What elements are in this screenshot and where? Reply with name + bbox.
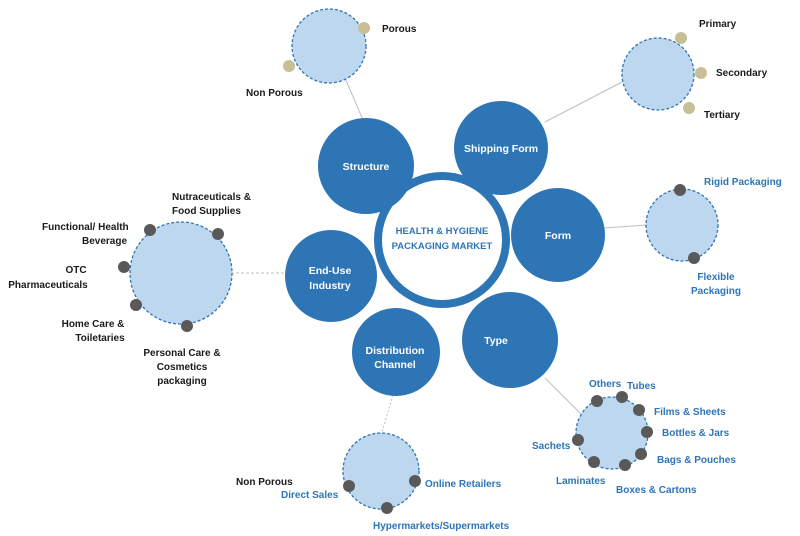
dot-primary bbox=[675, 32, 687, 44]
label-personal-line2: Cosmetics bbox=[157, 362, 208, 373]
label-structure-non-porous: Non Porous bbox=[246, 88, 303, 99]
segment-form[interactable] bbox=[511, 188, 605, 282]
dot-boxes bbox=[619, 459, 631, 471]
sub-circles bbox=[129, 8, 719, 510]
center-inner bbox=[382, 180, 502, 300]
label-porous: Porous bbox=[382, 24, 417, 35]
label-distribution-non-porous: Non Porous bbox=[236, 477, 293, 488]
distribution-subcircle bbox=[342, 432, 420, 510]
label-films-sheets: Films & Sheets bbox=[654, 407, 726, 418]
form-subcircle bbox=[645, 188, 719, 262]
dot-direct-sales bbox=[343, 480, 355, 492]
label-direct-sales: Direct Sales bbox=[281, 490, 339, 501]
gray-dots bbox=[118, 184, 700, 514]
label-boxes-cartons: Boxes & Cartons bbox=[616, 485, 697, 496]
segment-type[interactable] bbox=[462, 292, 558, 388]
label-flexible-line1: Flexible bbox=[697, 272, 735, 283]
connector-structure bbox=[344, 77, 364, 121]
label-laminates: Laminates bbox=[556, 476, 606, 487]
label-rigid-packaging: Rigid Packaging bbox=[704, 177, 782, 188]
segment-enduse-label-line2: Industry bbox=[309, 280, 351, 292]
segment-structure[interactable] bbox=[318, 118, 414, 214]
segment-form-label: Form bbox=[545, 230, 571, 242]
segment-distribution-label-line2: Channel bbox=[374, 359, 416, 371]
segment-distribution-channel[interactable] bbox=[352, 308, 440, 396]
dot-sachets bbox=[572, 434, 584, 446]
label-homecare-line2: Toiletaries bbox=[75, 333, 125, 344]
shipping-subcircle bbox=[621, 37, 695, 111]
structure-subcircle bbox=[291, 8, 367, 84]
dot-otc bbox=[118, 261, 130, 273]
label-personal-line1: Personal Care & bbox=[143, 348, 220, 359]
label-functional-line2: Beverage bbox=[82, 236, 127, 247]
label-secondary: Secondary bbox=[716, 68, 768, 79]
label-bottles-jars: Bottles & Jars bbox=[662, 428, 730, 439]
dot-laminates bbox=[588, 456, 600, 468]
label-online-retailers: Online Retailers bbox=[425, 479, 502, 490]
connectors bbox=[231, 77, 648, 433]
segment-structure-label: Structure bbox=[343, 161, 390, 173]
center-hub bbox=[374, 172, 510, 308]
label-functional-line1: Functional/ Health bbox=[42, 222, 129, 233]
label-hypermarkets: Hypermarkets/Supermarkets bbox=[373, 521, 510, 532]
label-otc-line2: Pharmaceuticals bbox=[8, 280, 88, 291]
tan-dots bbox=[283, 22, 707, 114]
connector-form bbox=[603, 224, 648, 229]
label-sachets: Sachets bbox=[532, 441, 571, 452]
label-primary: Primary bbox=[699, 19, 737, 30]
dot-functional bbox=[144, 224, 156, 236]
dot-bottles bbox=[641, 426, 653, 438]
label-homecare-line1: Home Care & bbox=[62, 319, 125, 330]
dot-tertiary bbox=[683, 102, 695, 114]
connector-shipping bbox=[544, 81, 623, 123]
connector-type bbox=[544, 377, 584, 417]
enduse-subcircle bbox=[129, 221, 233, 325]
label-tertiary: Tertiary bbox=[704, 110, 740, 121]
dot-bags bbox=[635, 448, 647, 460]
label-nutraceuticals-line1: Nutraceuticals & bbox=[172, 192, 251, 203]
dot-porous bbox=[358, 22, 370, 34]
dot-flexible bbox=[688, 252, 700, 264]
label-others: Others bbox=[589, 379, 622, 390]
label-tubes: Tubes bbox=[627, 381, 656, 392]
label-flexible-line2: Packaging bbox=[691, 286, 741, 297]
label-otc-line1: OTC bbox=[65, 265, 86, 276]
dot-nutraceuticals bbox=[212, 228, 224, 240]
label-nutraceuticals-line2: Food Supplies bbox=[172, 206, 241, 217]
label-personal-line3: packaging bbox=[157, 376, 206, 387]
dot-online-retailers bbox=[409, 475, 421, 487]
segment-distribution-label-line1: Distribution bbox=[366, 345, 425, 357]
dot-homecare bbox=[130, 299, 142, 311]
dot-personal bbox=[181, 320, 193, 332]
label-bags-pouches: Bags & Pouches bbox=[657, 455, 736, 466]
dot-rigid bbox=[674, 184, 686, 196]
segment-shipping-form-label: Shipping Form bbox=[464, 143, 538, 155]
center-title-line1: HEALTH & HYGIENE bbox=[396, 226, 489, 237]
segment-shipping-form[interactable] bbox=[454, 101, 548, 195]
dot-secondary bbox=[695, 67, 707, 79]
segment-enduse-label-line1: End-Use bbox=[309, 265, 352, 277]
segment-enduse-industry[interactable] bbox=[285, 230, 377, 322]
connector-distribution bbox=[381, 394, 394, 433]
dot-tubes bbox=[616, 391, 628, 403]
center-title-line2: PACKAGING MARKET bbox=[392, 241, 493, 252]
segments bbox=[285, 101, 605, 396]
segment-type-label: Type bbox=[484, 335, 508, 347]
dot-others bbox=[591, 395, 603, 407]
dot-films bbox=[633, 404, 645, 416]
dot-hypermarkets bbox=[381, 502, 393, 514]
dot-non-porous bbox=[283, 60, 295, 72]
